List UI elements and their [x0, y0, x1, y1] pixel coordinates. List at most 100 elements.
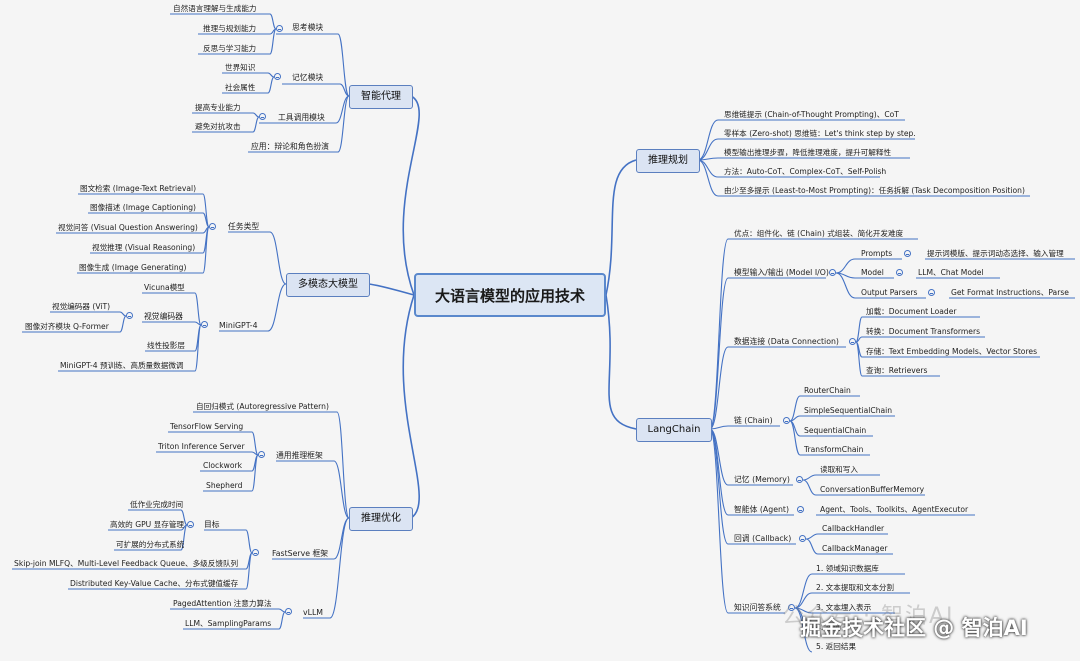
infer-fastserve[interactable]: FastServe 框架 [272, 549, 329, 558]
connector-line [194, 324, 202, 372]
connector-line [252, 116, 260, 133]
agent-application[interactable]: 应用：辩论和角色扮演 [251, 142, 329, 151]
collapse-icon[interactable] [849, 338, 856, 345]
collapse-icon[interactable] [126, 312, 133, 319]
connector-line [794, 607, 813, 653]
lc-chain-item: SequentialChain [804, 426, 867, 435]
connector-line [605, 294, 637, 430]
mm-task-item: 视觉问答 (Visual Question Answering) [58, 223, 198, 232]
connector-line [789, 420, 801, 456]
mm-encoder-item: 图像对齐模块 Q-Former [25, 322, 109, 331]
lc-qa-item: 4. 查询 [816, 623, 841, 632]
mm-task-type[interactable]: 任务类型 [228, 222, 260, 231]
connector-line [333, 460, 350, 519]
collapse-icon[interactable] [187, 521, 194, 528]
collapse-icon[interactable] [258, 451, 265, 458]
infer-goal[interactable]: 目标 [204, 520, 220, 529]
reason-item: 思维链提示 (Chain-of-Thought Prompting)、CoT [724, 110, 899, 119]
connector-line [337, 33, 350, 97]
agent-memory-module[interactable]: 记忆模块 [292, 73, 324, 82]
connector-line [835, 258, 856, 274]
connector-line [329, 517, 350, 619]
infer-goal-item: 高效的 GPU 显存管理 [110, 520, 185, 529]
connector-line [855, 316, 863, 343]
lc-data-item: 加载：Document Loader [866, 307, 957, 316]
connector-line [709, 425, 729, 430]
connector-line [202, 226, 210, 274]
lc-model-io[interactable]: 模型输入/输出 (Model I/O) [734, 268, 829, 277]
collapse-icon[interactable] [209, 223, 216, 230]
connector-line [805, 533, 819, 540]
agent-tool-item: 避免对抗攻击 [195, 122, 241, 131]
connector-line [245, 529, 253, 554]
lc-chain[interactable]: 链 (Chain) [734, 416, 773, 425]
connector-line [180, 524, 188, 551]
collapse-icon[interactable] [285, 608, 292, 615]
connector-line [402, 95, 420, 296]
infer-kv-cache: Distributed Key-Value Cache、分布式键值缓存 [70, 579, 239, 588]
infer-vllm-item: LLM、SamplingParams [185, 619, 272, 628]
root-topic[interactable]: 大语言模型的应用技术 [414, 273, 606, 317]
reason-item: 模型输出推理步骤，降低推理难度，提升可解释性 [724, 148, 892, 157]
collapse-icon[interactable] [201, 321, 208, 328]
connector-line [697, 159, 719, 197]
lc-qa-system[interactable]: 知识问答系统 [734, 603, 781, 612]
branch-reasoning[interactable]: 推理规划 [636, 149, 700, 173]
lc-agent-detail: Agent、Tools、Toolkits、AgentExecutor [820, 505, 969, 514]
branch-inference-opt[interactable]: 推理优化 [349, 507, 413, 531]
lc-agent[interactable]: 智能体 (Agent) [734, 505, 790, 514]
mm-task-item: 图文检索 (Image-Text Retrieval) [80, 184, 197, 193]
mm-visual-encoder[interactable]: 视觉编码器 [144, 312, 183, 321]
collapse-icon[interactable] [797, 506, 804, 513]
branch-agent[interactable]: 智能代理 [349, 85, 413, 109]
mm-minigpt4[interactable]: MiniGPT-4 [219, 321, 258, 330]
lc-callback[interactable]: 回调 (Callback) [734, 534, 792, 543]
collapse-icon[interactable] [829, 269, 836, 276]
collapse-icon[interactable] [796, 476, 803, 483]
infer-goal-item: 可扩展的分布式系统 [116, 540, 185, 549]
agent-memory-item: 社会属性 [225, 83, 256, 92]
lc-data-item: 查询：Retrievers [866, 366, 928, 375]
connector-line [251, 431, 259, 456]
lc-output-parsers: Output Parsers [861, 288, 918, 297]
mm-minigpt-training: MiniGPT-4 预训练、高质量数据微调 [60, 361, 184, 370]
lc-prompts-detail: 提示词模版、提示词动态选择、输入管理 [927, 249, 1064, 258]
lc-data-connection[interactable]: 数据连接 (Data Connection) [734, 337, 839, 346]
collapse-icon[interactable] [799, 535, 806, 542]
lc-parsers-detail: Get Format Instructions、Parse [951, 288, 1069, 297]
lc-model: Model [861, 268, 884, 277]
lc-qa-item: 3. 文本埋入表示 [816, 603, 872, 612]
branch-langchain[interactable]: LangChain [636, 418, 712, 442]
reason-item: 方法：Auto-CoT、Complex-CoT、Self-Polish [724, 167, 887, 176]
connector-line [709, 238, 729, 430]
collapse-icon[interactable] [904, 250, 911, 257]
agent-tool-module[interactable]: 工具调用模块 [278, 113, 325, 122]
lc-memory[interactable]: 记忆 (Memory) [734, 475, 790, 484]
connector-line [789, 415, 801, 422]
collapse-icon[interactable] [783, 417, 790, 424]
connector-line [697, 159, 719, 178]
collapse-icon[interactable] [252, 549, 259, 556]
collapse-icon[interactable] [259, 113, 266, 120]
infer-general-framework[interactable]: 通用推理框架 [276, 451, 323, 460]
lc-advantage: 优点：组件化、链 (Chain) 式组装、简化开发难度 [734, 229, 904, 238]
agent-memory-item: 世界知识 [225, 63, 256, 72]
branch-multimodal[interactable]: 多模态大模型 [286, 273, 370, 297]
collapse-icon[interactable] [896, 269, 903, 276]
connector-line [194, 292, 202, 326]
infer-skip-join: Skip-join MLFQ、Multi-Level Feedback Queu… [14, 559, 239, 568]
connector-line [402, 294, 420, 519]
collapse-icon[interactable] [928, 289, 935, 296]
infer-general-item: Clockwork [203, 461, 243, 470]
mm-task-item: 图像描述 (Image Captioning) [90, 203, 196, 212]
collapse-icon[interactable] [276, 25, 283, 32]
mm-task-item: 图像生成 (Image Generating) [79, 263, 187, 272]
collapse-icon[interactable] [274, 73, 281, 80]
agent-tool-item: 提高专业能力 [195, 103, 241, 112]
connector-line [805, 538, 819, 555]
agent-think-module[interactable]: 思考模块 [292, 23, 324, 32]
infer-vllm[interactable]: vLLM [303, 608, 324, 617]
connector-line [709, 428, 729, 516]
collapse-icon[interactable] [788, 604, 795, 611]
